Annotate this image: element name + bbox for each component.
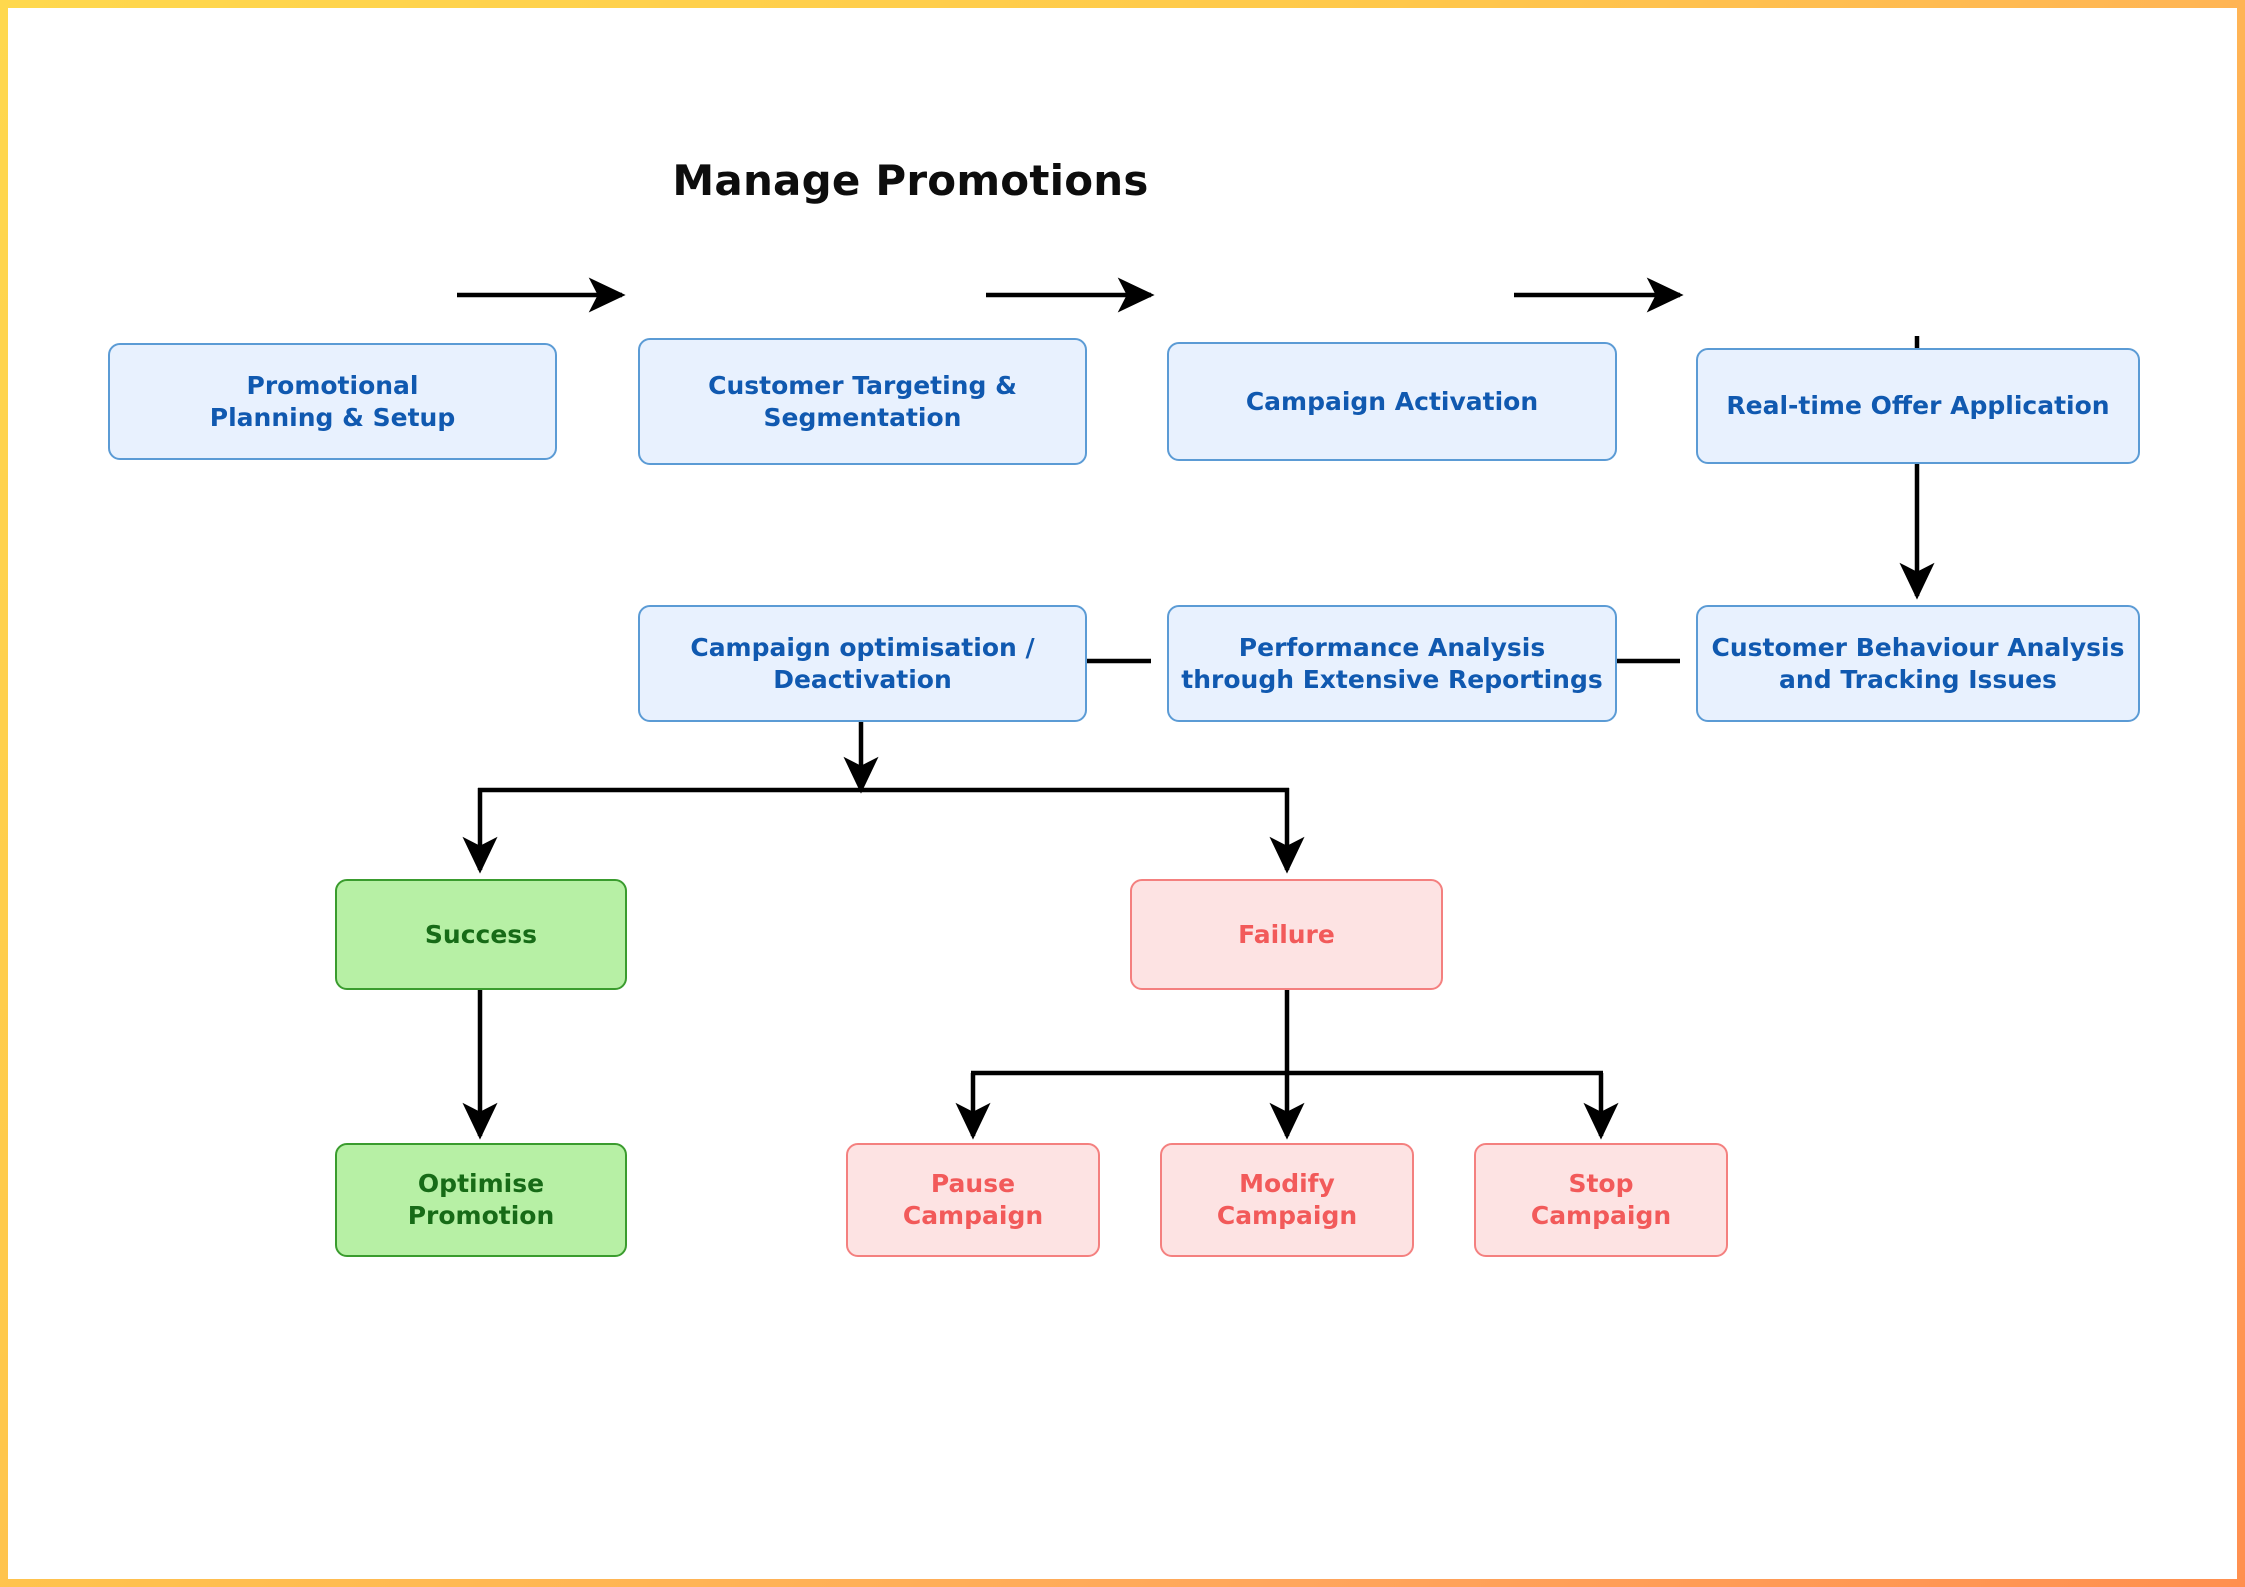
node-campaign-activation[interactable]: Campaign Activation bbox=[1167, 342, 1617, 461]
connector-layer bbox=[457, 277, 1935, 1140]
node-customer-behaviour[interactable]: Customer Behaviour Analysis and Tracking… bbox=[1696, 605, 2140, 722]
diagram-canvas: Manage Promotions bbox=[8, 8, 2237, 1579]
node-customer-targeting[interactable]: Customer Targeting & Segmentation bbox=[638, 338, 1087, 465]
node-label: Modify Campaign bbox=[1216, 1169, 1358, 1230]
node-optimise-promotion[interactable]: Optimise Promotion bbox=[335, 1143, 627, 1257]
node-label: Success bbox=[424, 919, 538, 949]
page-title: Manage Promotions bbox=[672, 156, 1149, 205]
node-campaign-optimisation[interactable]: Campaign optimisation / Deactivation bbox=[638, 605, 1087, 722]
node-label: Campaign Activation bbox=[1245, 386, 1539, 416]
node-label: Pause Campaign bbox=[902, 1169, 1044, 1230]
node-modify-campaign[interactable]: Modify Campaign bbox=[1160, 1143, 1414, 1257]
node-label: Campaign optimisation / Deactivation bbox=[690, 632, 1035, 694]
node-label: Optimise Promotion bbox=[407, 1169, 555, 1230]
node-pause-campaign[interactable]: Pause Campaign bbox=[846, 1143, 1100, 1257]
node-label: Customer Behaviour Analysis and Tracking… bbox=[1711, 632, 2125, 694]
node-label: Customer Targeting & Segmentation bbox=[708, 370, 1017, 432]
node-label: Performance Analysis through Extensive R… bbox=[1181, 632, 1603, 694]
node-label: Real-time Offer Application bbox=[1726, 391, 2110, 420]
node-label: Stop Campaign bbox=[1530, 1169, 1672, 1230]
node-promotional-planning[interactable]: Promotional Planning & Setup bbox=[108, 343, 557, 460]
node-stop-campaign[interactable]: Stop Campaign bbox=[1474, 1143, 1728, 1257]
node-performance-analysis[interactable]: Performance Analysis through Extensive R… bbox=[1167, 605, 1617, 722]
node-success[interactable]: Success bbox=[335, 879, 627, 990]
node-realtime-offer[interactable]: Real-time Offer Application bbox=[1696, 348, 2140, 464]
node-failure[interactable]: Failure bbox=[1130, 879, 1443, 990]
node-label: Promotional Planning & Setup bbox=[209, 370, 456, 432]
node-label: Failure bbox=[1238, 919, 1335, 949]
